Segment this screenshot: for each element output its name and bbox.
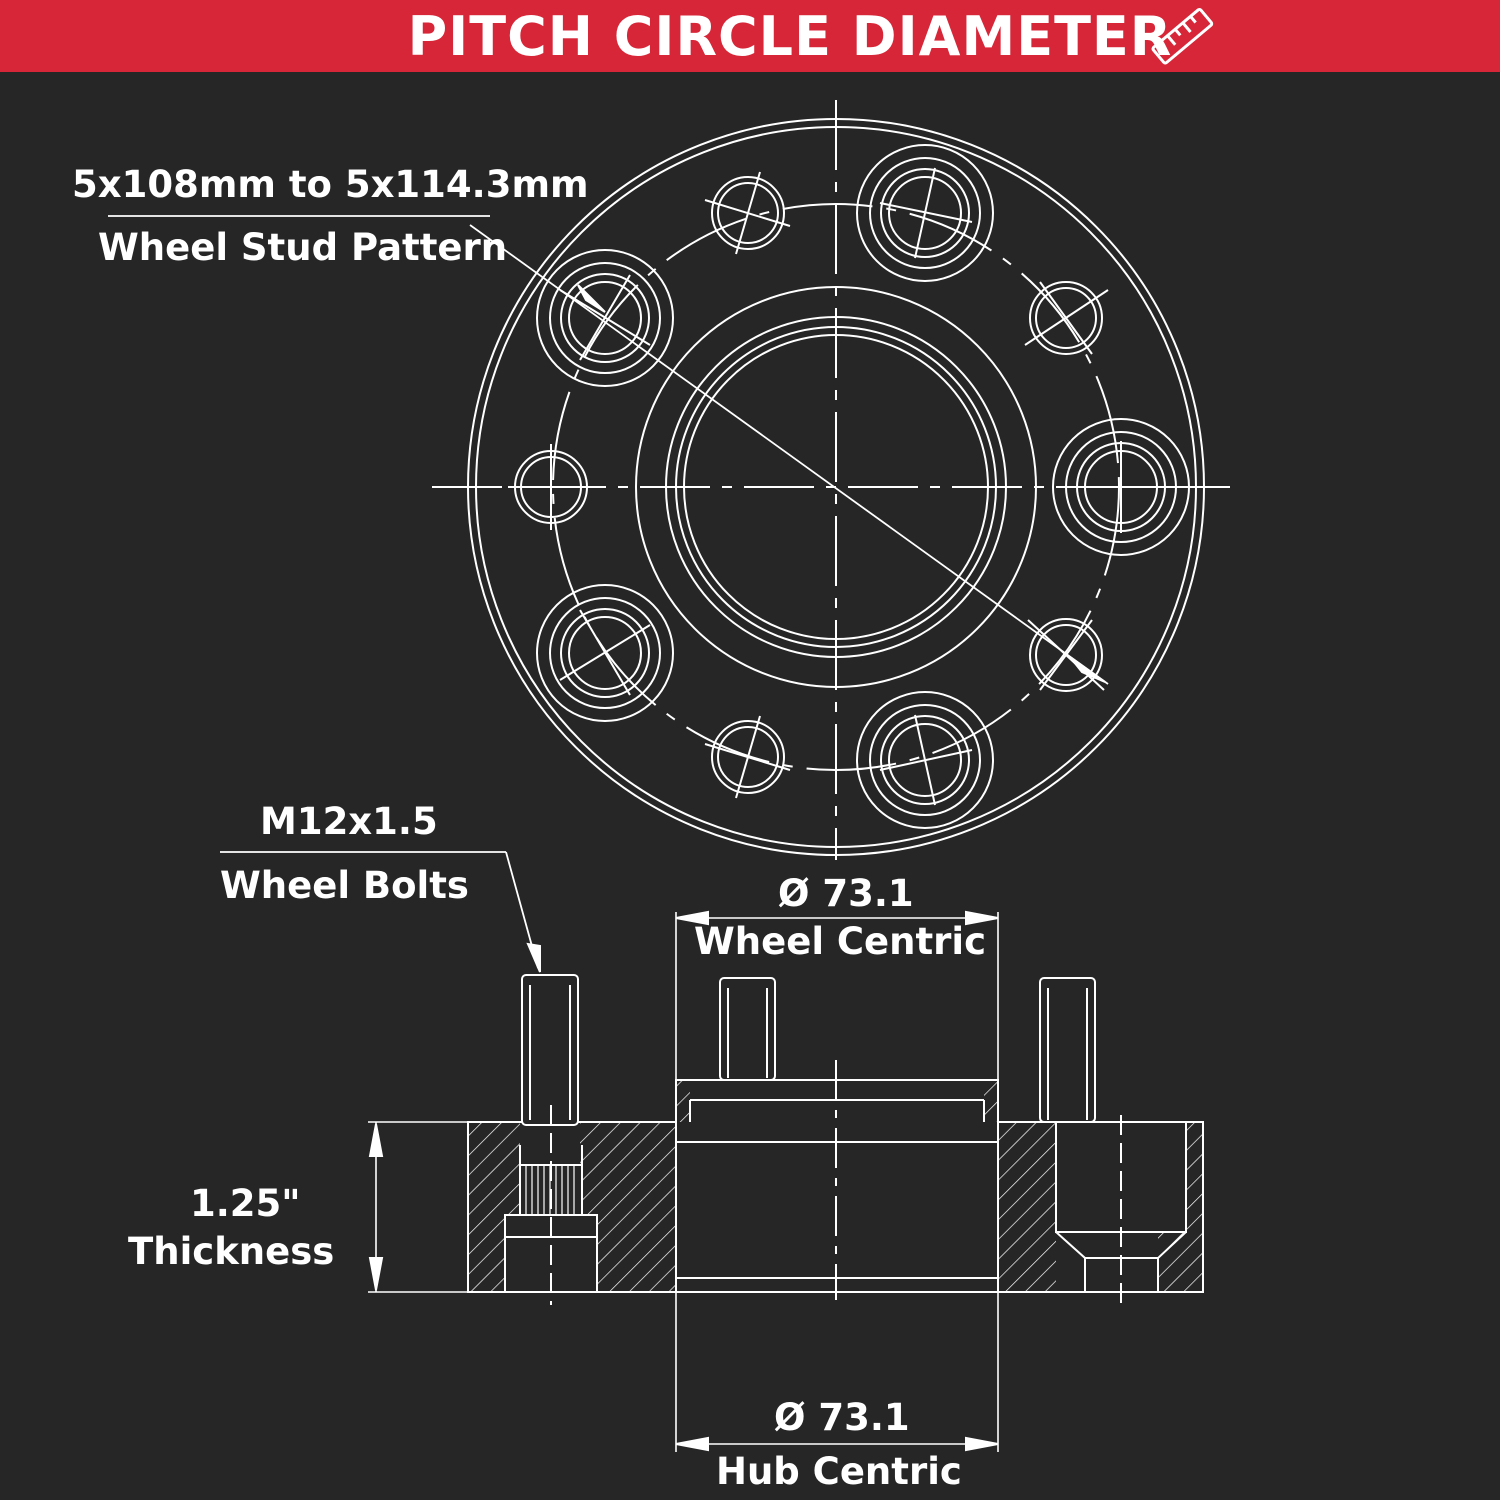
- bolt-label: Wheel Bolts: [220, 864, 469, 907]
- wheel-centric-dimension: [675, 910, 999, 1080]
- spacer-top-view: [432, 100, 1240, 860]
- bolt-leader: [220, 851, 541, 973]
- stud-hole-large: [536, 249, 674, 387]
- spacer-side-view: [467, 974, 1204, 1305]
- bolt-hole-small: [1027, 618, 1105, 692]
- hub-centric-value: Ø 73.1: [774, 1396, 910, 1439]
- hub-centric-dimension: [675, 1292, 999, 1452]
- thickness-label: Thickness: [128, 1230, 335, 1273]
- bolt-hole-small: [508, 444, 594, 530]
- thickness-dimension: [368, 1121, 468, 1293]
- bolt-value: M12x1.5: [260, 800, 438, 843]
- stud-hole-large: [856, 691, 994, 829]
- stud-hole-large: [856, 144, 994, 282]
- stud-pattern-value: 5x108mm to 5x114.3mm: [72, 163, 589, 206]
- stud-hole-large: [536, 584, 674, 722]
- ruler-icon: [1151, 7, 1214, 65]
- stud-hole-large: [1052, 418, 1190, 556]
- bolt-hole-small: [1024, 281, 1109, 355]
- hub-centric-label: Hub Centric: [716, 1450, 962, 1493]
- bolt-hole-small: [704, 171, 791, 255]
- stud-pattern-label: Wheel Stud Pattern: [98, 226, 508, 269]
- wheel-centric-value: Ø 73.1: [778, 872, 914, 915]
- technical-drawing: [108, 100, 1240, 1452]
- bolt-hole-small: [704, 715, 791, 799]
- thickness-value: 1.25": [190, 1182, 301, 1225]
- header-banner: PITCH CIRCLE DIAMETER: [0, 0, 1500, 72]
- page-title: PITCH CIRCLE DIAMETER: [407, 5, 1173, 68]
- wheel-centric-label: Wheel Centric: [694, 920, 987, 963]
